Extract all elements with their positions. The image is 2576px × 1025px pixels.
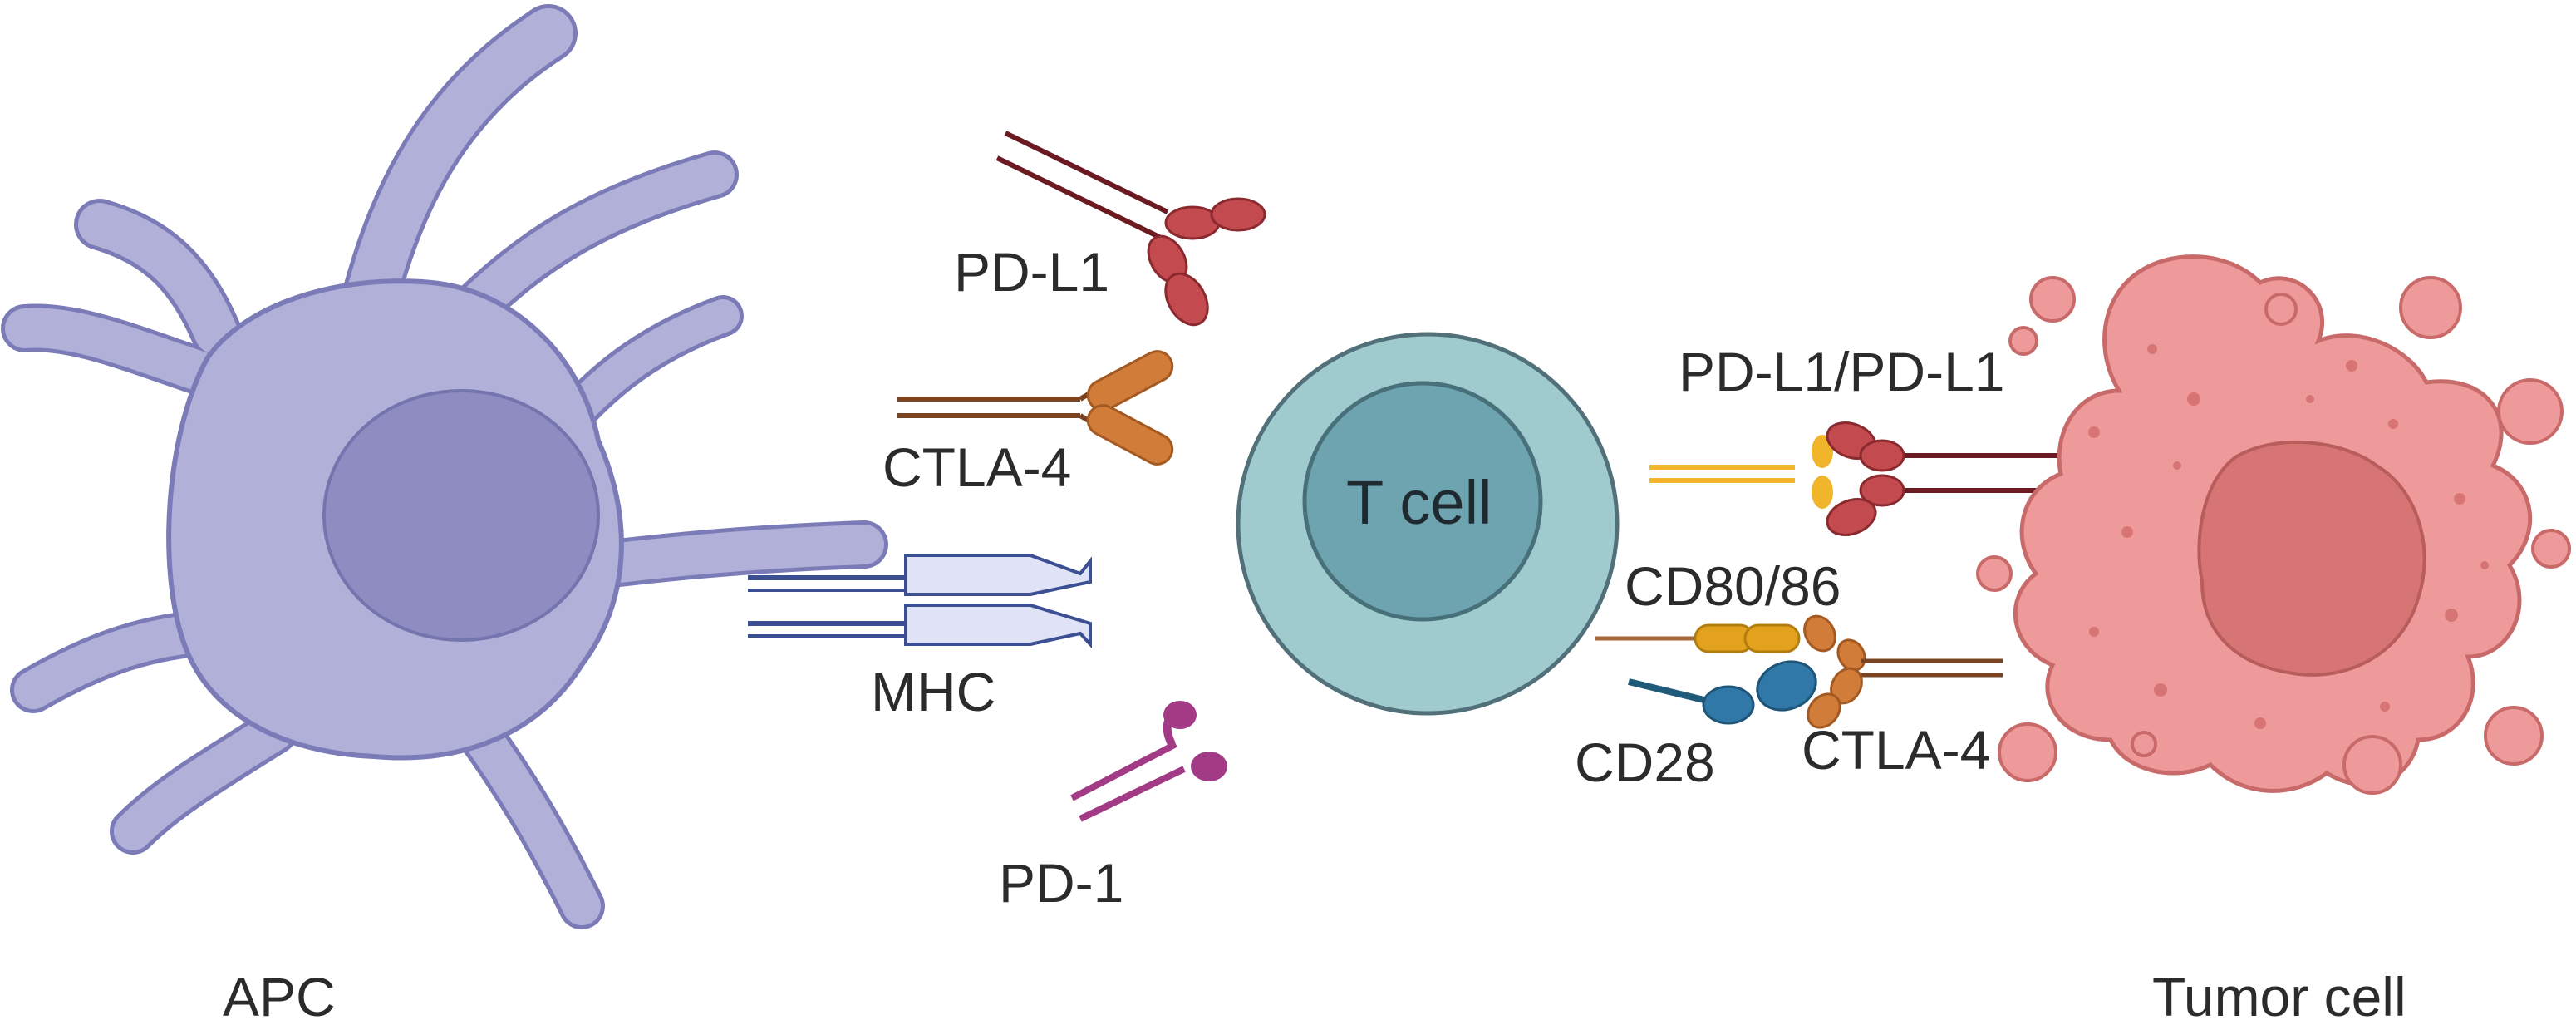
pd-l1-pair (1649, 421, 2061, 536)
pd1-receptor (1070, 701, 1227, 822)
apc-nucleus (322, 389, 600, 642)
label-pd-l1-top: PD-L1 (954, 241, 1109, 303)
mhc-molecule (748, 554, 1092, 649)
label-ctla4-right: CTLA-4 (1802, 719, 1990, 781)
label-cd80-86: CD80/86 (1625, 555, 1841, 617)
apc-cell (1, 4, 888, 929)
label-tumor-cell: Tumor cell (2152, 966, 2406, 1025)
pd-l1-antibody (995, 131, 1266, 327)
cd80-86-complex (1595, 614, 1866, 672)
t-cell-nucleus (1302, 381, 1543, 622)
ctla4-left-receptor (897, 350, 1174, 466)
label-pd1: PD-1 (999, 852, 1123, 914)
label-pd-l1-pair: PD-L1/PD-L1 (1679, 341, 2005, 402)
label-apc: APC (223, 966, 336, 1025)
label-ctla4-left: CTLA-4 (882, 436, 1071, 498)
cd28-receptor (1628, 660, 1817, 725)
t-cell (1236, 332, 1620, 716)
ctla4-right-receptor (1807, 658, 2003, 729)
label-cd28: CD28 (1575, 732, 1715, 793)
label-mhc: MHC (871, 661, 995, 722)
tumor-cell (1976, 254, 2571, 795)
label-t-cell: T cell (1346, 468, 1492, 537)
